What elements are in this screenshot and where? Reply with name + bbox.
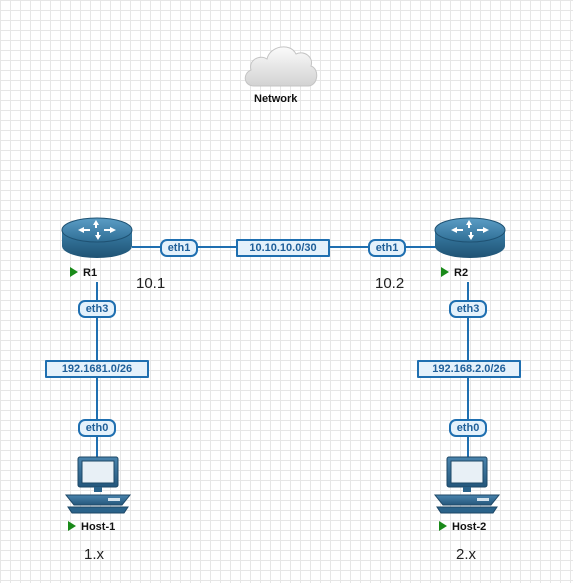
computer-icon[interactable] <box>431 455 503 515</box>
host-2-label[interactable]: Host-2 <box>439 520 486 534</box>
router-icon[interactable] <box>433 216 507 260</box>
note-r2-address: 10.2 <box>375 275 405 292</box>
interface-r1-eth1[interactable]: eth1 <box>160 239 198 257</box>
cloud-label: Network <box>254 93 298 105</box>
note-r1-address: 10.1 <box>136 275 166 292</box>
interface-h1-eth0[interactable]: eth0 <box>78 419 116 437</box>
host-1-label[interactable]: Host-1 <box>68 520 115 534</box>
router-r2-name: R2 <box>454 267 469 279</box>
computer-icon[interactable] <box>62 455 134 515</box>
running-status-icon <box>441 267 449 277</box>
router-icon[interactable] <box>60 216 134 260</box>
running-status-icon <box>68 521 76 531</box>
router-r2-label[interactable]: R2 <box>441 266 468 280</box>
interface-r2-eth1[interactable]: eth1 <box>368 239 406 257</box>
link-r2-lan2[interactable] <box>467 282 469 478</box>
note-host-1-address: 1.x <box>84 546 105 563</box>
host-2-name: Host-2 <box>452 521 487 533</box>
note-host-2-address: 2.x <box>456 546 477 563</box>
network-lan2-label[interactable]: 192.168.2.0/26 <box>417 360 521 378</box>
network-core-label[interactable]: 10.10.10.0/30 <box>236 239 330 257</box>
router-r1-name: R1 <box>83 267 98 279</box>
cloud-icon[interactable] <box>240 40 320 92</box>
running-status-icon <box>70 267 78 277</box>
host-1-name: Host-1 <box>81 521 116 533</box>
running-status-icon <box>439 521 447 531</box>
interface-r1-eth3[interactable]: eth3 <box>78 300 116 318</box>
router-r1-label[interactable]: R1 <box>70 266 97 280</box>
network-lan1-label[interactable]: 192.1681.0/26 <box>45 360 149 378</box>
interface-h2-eth0[interactable]: eth0 <box>449 419 487 437</box>
interface-r2-eth3[interactable]: eth3 <box>449 300 487 318</box>
link-r1-lan1[interactable] <box>96 282 98 478</box>
